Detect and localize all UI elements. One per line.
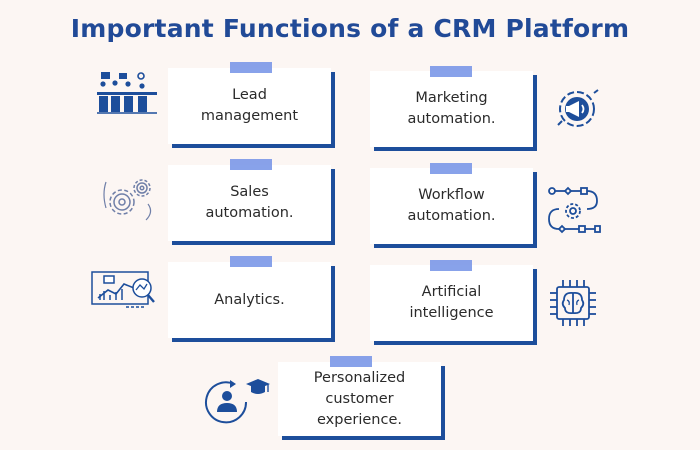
tape-strip bbox=[330, 356, 372, 367]
team-presentation-icon bbox=[95, 70, 159, 114]
megaphone-gear-icon bbox=[553, 85, 603, 133]
tape-strip bbox=[230, 62, 272, 73]
function-label: Workflow automation. bbox=[370, 168, 533, 244]
function-label: Sales automation. bbox=[168, 165, 331, 241]
function-card-personalized-experience: Personalized customer experience. bbox=[278, 356, 445, 440]
gears-icon bbox=[100, 174, 160, 224]
personalized-user-icon bbox=[200, 372, 270, 424]
function-card-analytics: Analytics. bbox=[168, 256, 335, 342]
function-label: Personalized customer experience. bbox=[278, 362, 441, 436]
tape-strip bbox=[230, 159, 272, 170]
analytics-dashboard-icon bbox=[90, 270, 160, 310]
tape-strip bbox=[430, 260, 472, 271]
workflow-icon bbox=[545, 185, 601, 237]
function-card-sales-automation: Sales automation. bbox=[168, 159, 335, 245]
tape-strip bbox=[230, 256, 272, 267]
function-label: Artificial intelligence bbox=[370, 265, 533, 341]
tape-strip bbox=[430, 163, 472, 174]
function-card-marketing-automation: Marketing automation. bbox=[370, 66, 537, 151]
function-card-workflow-automation: Workflow automation. bbox=[370, 163, 537, 248]
function-label: Analytics. bbox=[168, 262, 331, 338]
function-card-artificial-intelligence: Artificial intelligence bbox=[370, 260, 537, 345]
function-card-lead-management: Lead management bbox=[168, 62, 335, 148]
function-label: Marketing automation. bbox=[370, 71, 533, 147]
page-title: Important Functions of a CRM Platform bbox=[70, 14, 630, 43]
tape-strip bbox=[430, 66, 472, 77]
function-label: Lead management bbox=[168, 68, 331, 144]
ai-brain-chip-icon bbox=[548, 278, 598, 328]
